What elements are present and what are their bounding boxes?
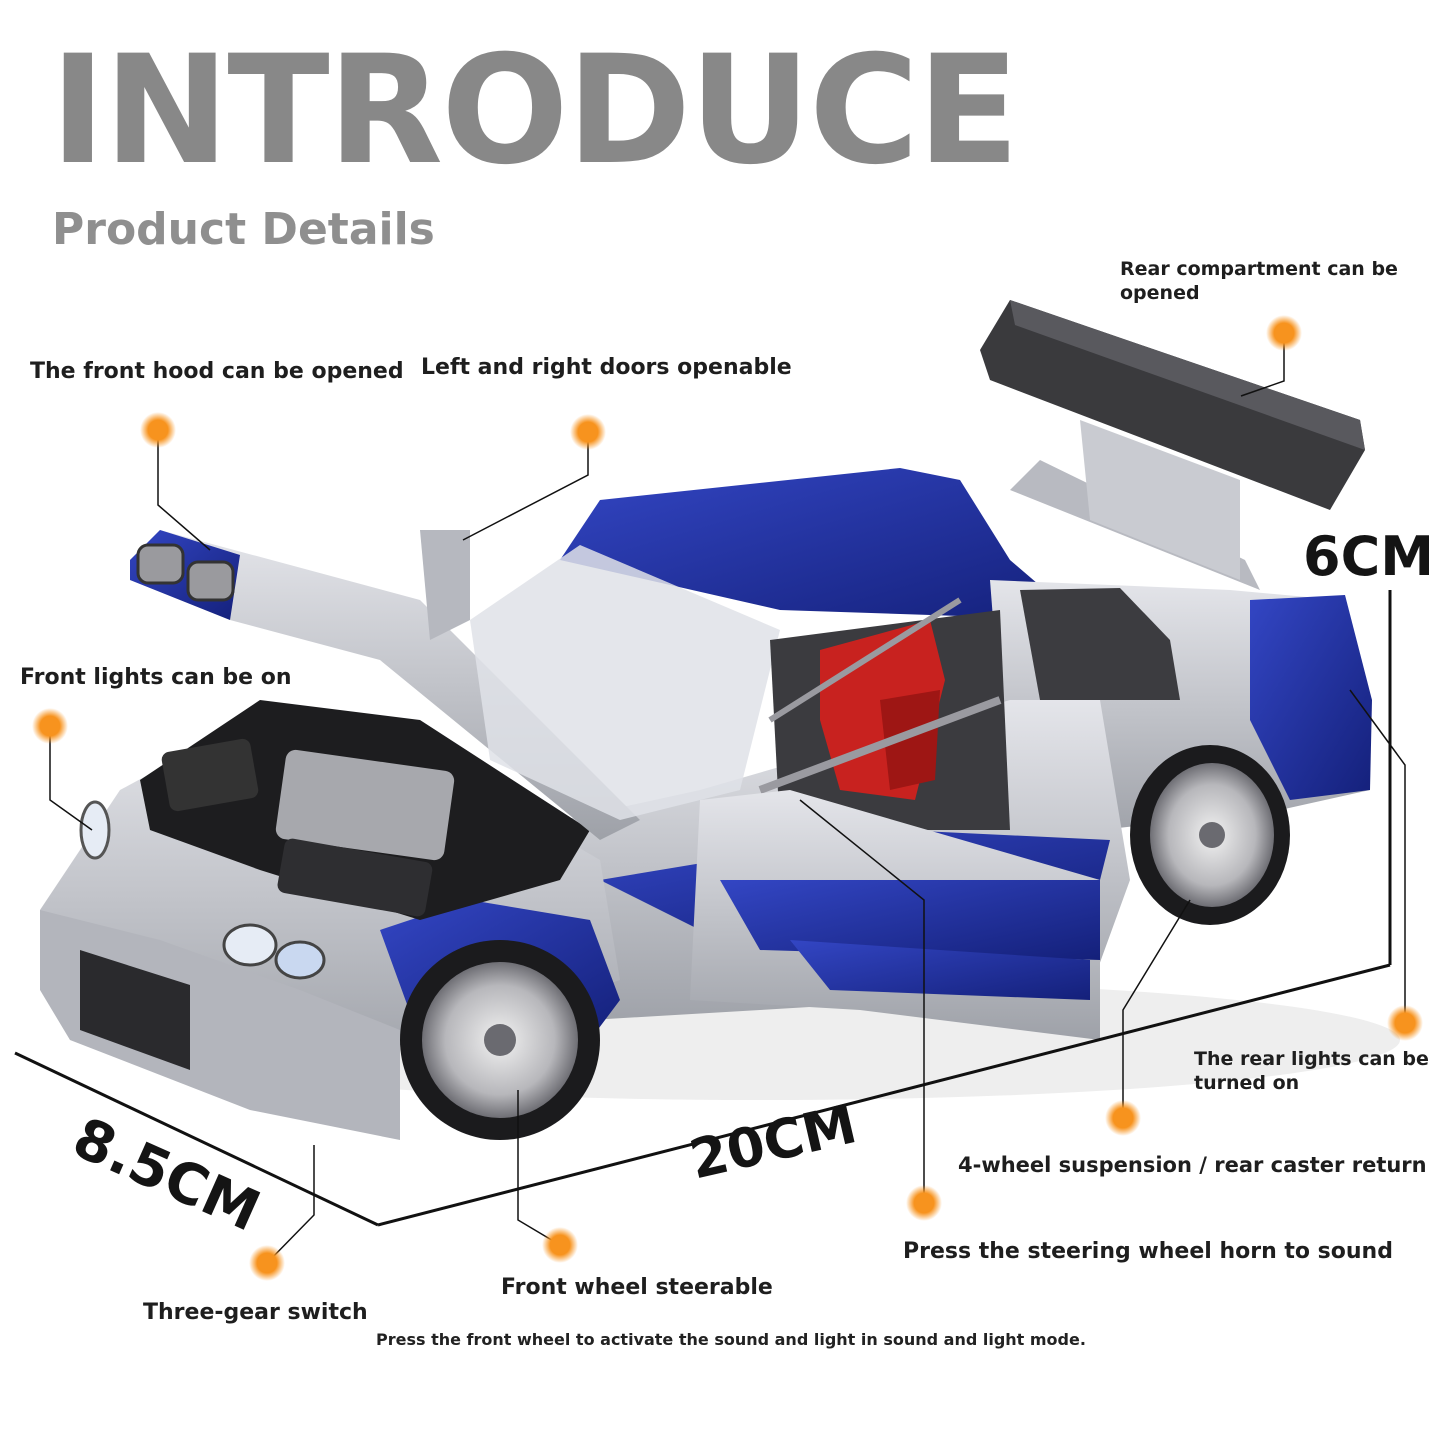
- callout-rear-lights: The rear lights can be turned on: [1194, 1048, 1429, 1096]
- leader-lines: [49, 333, 1406, 1264]
- page-title: INTRODUCE: [50, 24, 1020, 198]
- callout-front-lights: Front lights can be on: [20, 665, 292, 690]
- dot-rear-lights: [1387, 1005, 1423, 1041]
- callout-rear-compartment-line2: opened: [1120, 281, 1200, 304]
- dot-suspension: [1105, 1100, 1141, 1136]
- dot-steerable: [542, 1227, 578, 1263]
- callout-rear-compartment-line1: Rear compartment can be: [1120, 258, 1398, 280]
- callout-suspension: 4-wheel suspension / rear caster return: [958, 1153, 1427, 1177]
- page-subtitle: Product Details: [52, 204, 435, 255]
- dimension-lines: [14, 590, 1392, 1227]
- dot-gear-switch: [249, 1245, 285, 1281]
- callout-dots: [32, 315, 1423, 1281]
- engine-bay: [140, 700, 590, 920]
- dimension-height: 6CM: [1303, 525, 1434, 588]
- dot-rear-compartment: [1266, 315, 1302, 351]
- front-wheel: [400, 940, 600, 1140]
- dot-front-hood: [140, 412, 176, 448]
- callout-horn: Press the steering wheel horn to sound: [903, 1239, 1393, 1264]
- rear-spoiler: [980, 300, 1365, 590]
- callout-rear-lights-line2: turned on: [1194, 1071, 1300, 1094]
- callout-rear-compartment: Rear compartment can be opened: [1120, 258, 1398, 306]
- callout-front-hood: The front hood can be opened: [30, 359, 404, 384]
- callout-doors: Left and right doors openable: [421, 355, 792, 380]
- footnote: Press the front wheel to activate the so…: [376, 1330, 1086, 1349]
- callout-steerable: Front wheel steerable: [501, 1275, 773, 1300]
- callout-gear-switch: Three-gear switch: [143, 1300, 368, 1325]
- dot-doors: [570, 414, 606, 450]
- rear-wheel: [1130, 745, 1290, 925]
- open-door: [420, 530, 1100, 1040]
- dot-front-lights: [32, 708, 68, 744]
- dot-horn: [906, 1185, 942, 1221]
- cabin: [470, 545, 1010, 830]
- callout-rear-lights-line1: The rear lights can be: [1194, 1048, 1429, 1070]
